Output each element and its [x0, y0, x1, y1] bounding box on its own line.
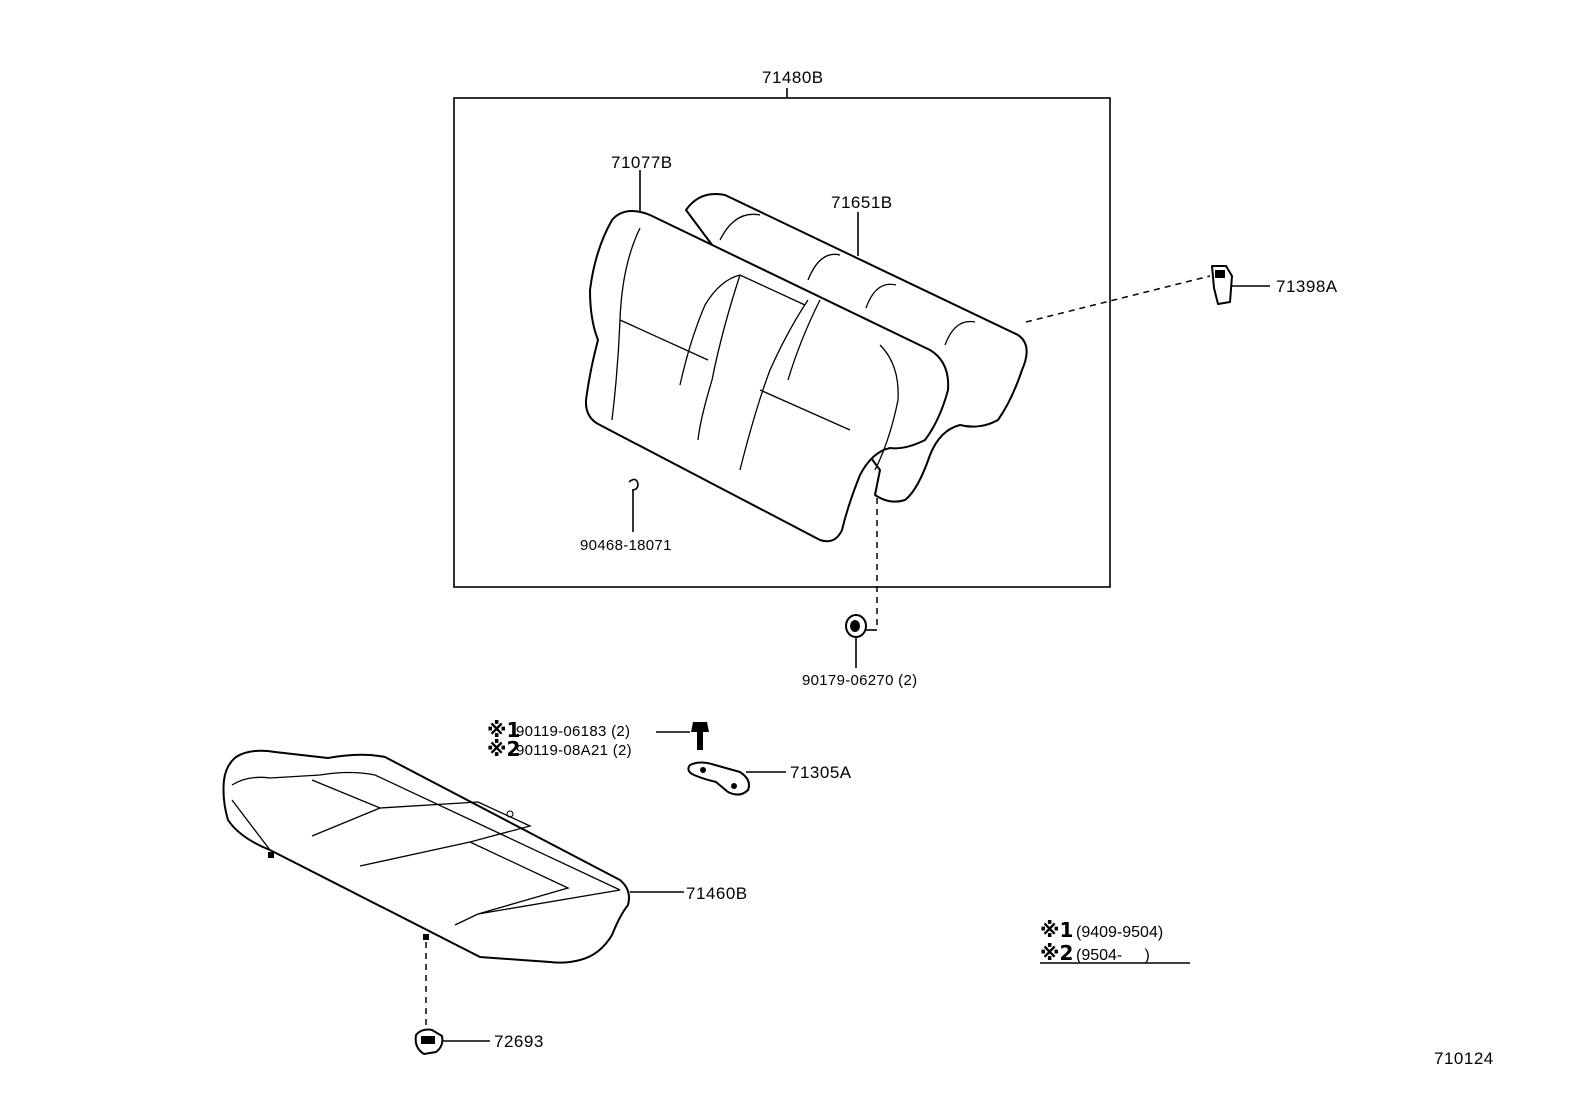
- label-90119-06183: 90119-06183 (2): [516, 723, 630, 740]
- hook-icon: [1211, 265, 1270, 305]
- label-71305A: 71305A: [790, 763, 852, 782]
- nut-icon: [845, 498, 878, 668]
- bolt-icon: [656, 722, 709, 750]
- legend-mark-2: ※2: [1040, 941, 1073, 965]
- label-71460B: 71460B: [686, 884, 748, 903]
- legend-range-1: (9409-9504): [1076, 924, 1163, 941]
- figure-number: 710124: [1434, 1049, 1494, 1068]
- label-71398A: 71398A: [1276, 277, 1338, 296]
- legend-mark-1: ※1: [1040, 918, 1073, 942]
- label-90179-06270: 90179-06270 (2): [802, 672, 917, 689]
- legend-range-2: (9504- ): [1076, 947, 1150, 964]
- clip-icon: [414, 942, 490, 1055]
- bracket-icon: [687, 761, 786, 796]
- hog-ring-icon: [628, 478, 639, 532]
- label-90119-08A21: 90119-08A21 (2): [516, 742, 632, 759]
- label-71480B: 71480B: [762, 68, 824, 87]
- note-mark-2: ※2: [487, 737, 520, 761]
- seat-back-cover: [584, 210, 950, 543]
- assembly-frame: [453, 88, 1111, 588]
- label-71077B: 71077B: [611, 153, 673, 172]
- label-90468-18071: 90468-18071: [580, 537, 672, 554]
- label-72693: 72693: [494, 1032, 544, 1051]
- note-mark-1: ※1: [487, 718, 520, 742]
- seat-cushion: [222, 749, 684, 964]
- label-71651B: 71651B: [831, 193, 893, 212]
